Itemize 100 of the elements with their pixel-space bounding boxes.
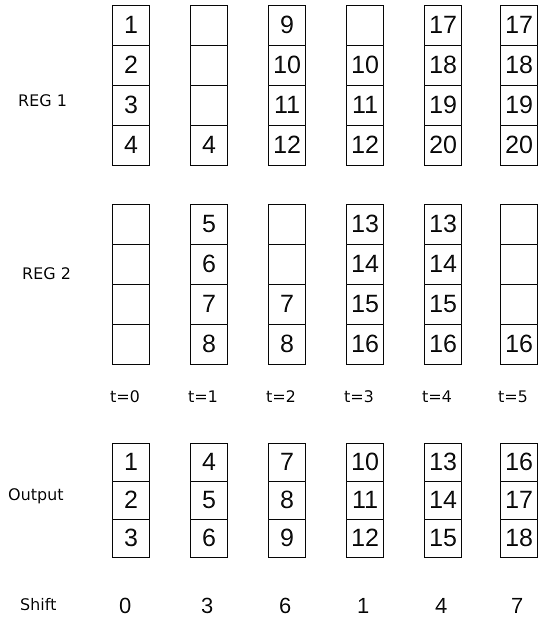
register-cell (268, 125, 306, 166)
cell-value: 14 (351, 252, 379, 277)
register-cell (424, 481, 462, 520)
register-cell (500, 324, 538, 365)
register-cell (346, 5, 384, 46)
register-cell (346, 244, 384, 285)
register-cell (424, 443, 462, 482)
register-cell (190, 244, 228, 285)
cell-value: 2 (124, 488, 138, 513)
register-cell (500, 519, 538, 558)
register-cell (424, 284, 462, 325)
cell-value: 7 (280, 450, 294, 475)
shift-value: 1 (357, 595, 370, 617)
cell-value: 1 (124, 13, 138, 38)
register-cell (190, 85, 228, 126)
register-cell (190, 481, 228, 520)
cell-value: 4 (202, 133, 216, 158)
cell-value: 13 (429, 450, 457, 475)
cell-value: 12 (351, 133, 379, 158)
register-cell (112, 204, 150, 245)
register-cell (346, 204, 384, 245)
cell-value: 10 (273, 53, 301, 78)
cell-value: 9 (280, 526, 294, 551)
cell-value: 8 (280, 332, 294, 357)
shift-value: 0 (119, 595, 132, 617)
register-cell (268, 204, 306, 245)
register-cell (500, 85, 538, 126)
cell-value: 2 (124, 53, 138, 78)
register-cell (190, 125, 228, 166)
cell-value: 5 (202, 212, 216, 237)
time-label: t=2 (266, 389, 296, 405)
register-cell (190, 284, 228, 325)
cell-value: 18 (429, 53, 457, 78)
register-cell (346, 85, 384, 126)
cell-value: 10 (351, 450, 379, 475)
register-cell (424, 519, 462, 558)
cell-value: 13 (351, 212, 379, 237)
register-cell (346, 284, 384, 325)
cell-value: 17 (505, 488, 533, 513)
cell-value: 4 (202, 450, 216, 475)
cell-value: 8 (280, 488, 294, 513)
cell-value: 18 (505, 53, 533, 78)
register-cell (424, 204, 462, 245)
time-label: t=4 (422, 389, 452, 405)
cell-value: 16 (351, 332, 379, 357)
cell-value: 14 (429, 252, 457, 277)
register-cell (268, 284, 306, 325)
register-cell (112, 5, 150, 46)
time-label: t=3 (344, 389, 374, 405)
register-cell (424, 244, 462, 285)
cell-value: 17 (505, 13, 533, 38)
shift-value: 7 (511, 595, 524, 617)
shift-value: 4 (435, 595, 448, 617)
cell-value: 7 (202, 292, 216, 317)
row-label: Output (8, 487, 64, 503)
register-cell (190, 204, 228, 245)
time-label: t=1 (188, 389, 218, 405)
register-cell (112, 85, 150, 126)
register-cell (346, 481, 384, 520)
register-cell (112, 324, 150, 365)
register-cell (500, 481, 538, 520)
register-cell (112, 481, 150, 520)
register-cell (268, 85, 306, 126)
shift-value: 3 (201, 595, 214, 617)
register-cell (500, 244, 538, 285)
cell-value: 20 (505, 133, 533, 158)
register-cell (424, 85, 462, 126)
register-cell (500, 284, 538, 325)
register-cell (112, 244, 150, 285)
register-cell (346, 45, 384, 86)
row-label: REG 2 (22, 266, 71, 282)
register-cell (346, 324, 384, 365)
row-label: Shift (20, 597, 56, 613)
cell-value: 15 (429, 292, 457, 317)
register-cell (424, 45, 462, 86)
cell-value: 5 (202, 488, 216, 513)
cell-value: 17 (429, 13, 457, 38)
register-cell (500, 5, 538, 46)
cell-value: 14 (429, 488, 457, 513)
register-cell (112, 443, 150, 482)
register-cell (268, 45, 306, 86)
register-cell (268, 443, 306, 482)
cell-value: 1 (124, 450, 138, 475)
cell-value: 19 (505, 93, 533, 118)
cell-value: 10 (351, 53, 379, 78)
register-cell (190, 443, 228, 482)
time-label: t=0 (110, 389, 140, 405)
cell-value: 3 (124, 526, 138, 551)
register-cell (268, 519, 306, 558)
register-cell (190, 324, 228, 365)
register-cell (190, 519, 228, 558)
cell-value: 12 (351, 526, 379, 551)
register-cell (190, 45, 228, 86)
register-cell (424, 5, 462, 46)
register-cell (424, 125, 462, 166)
cell-value: 4 (124, 133, 138, 158)
register-cell (346, 125, 384, 166)
time-label: t=5 (498, 389, 528, 405)
register-cell (268, 5, 306, 46)
cell-value: 3 (124, 93, 138, 118)
